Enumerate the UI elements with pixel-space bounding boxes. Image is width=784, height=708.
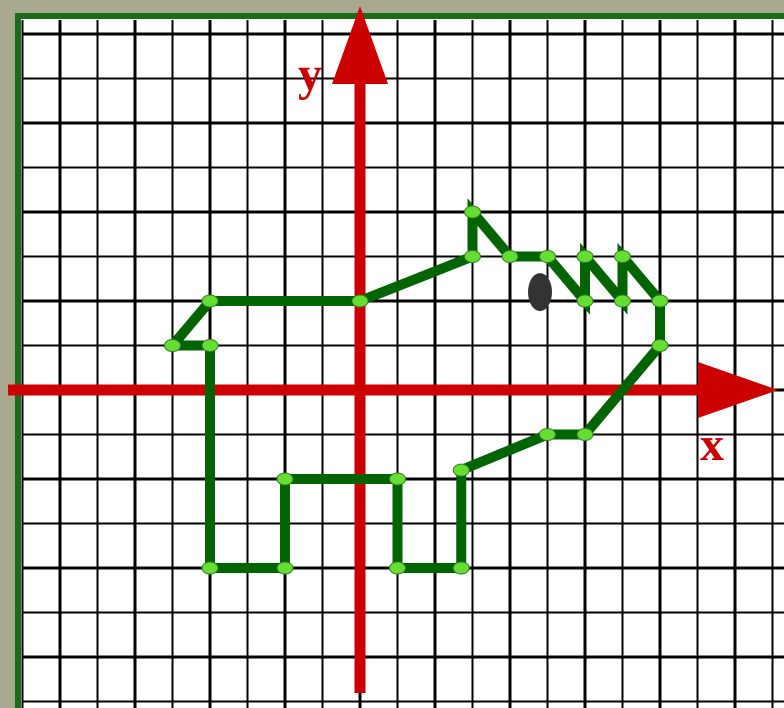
vertex-point [202,295,218,307]
vertex-point [453,464,469,476]
vertex-point [465,251,481,263]
vertex-point [577,295,593,307]
vertex-point [390,473,406,485]
vertex-point [577,429,593,441]
vertex-point [277,473,293,485]
y-axis-label: y [298,48,322,101]
vertex-point [502,251,518,263]
vertex-point [202,340,218,352]
vertex-point [615,295,631,307]
vertex-point [202,562,218,574]
vertex-point [277,562,293,574]
vertex-point [652,295,668,307]
vertex-point [165,340,181,352]
vertex-point [465,206,481,218]
vertex-point [577,251,593,263]
vertex-point [390,562,406,574]
eye-dot [528,273,552,311]
vertex-point [540,251,556,263]
vertex-point [352,295,368,307]
outer-frame [18,16,784,708]
vertex-point [652,340,668,352]
vertex-point [453,562,469,574]
vertex-point [540,429,556,441]
vertex-point [615,251,631,263]
x-axis-label: x [700,418,724,471]
